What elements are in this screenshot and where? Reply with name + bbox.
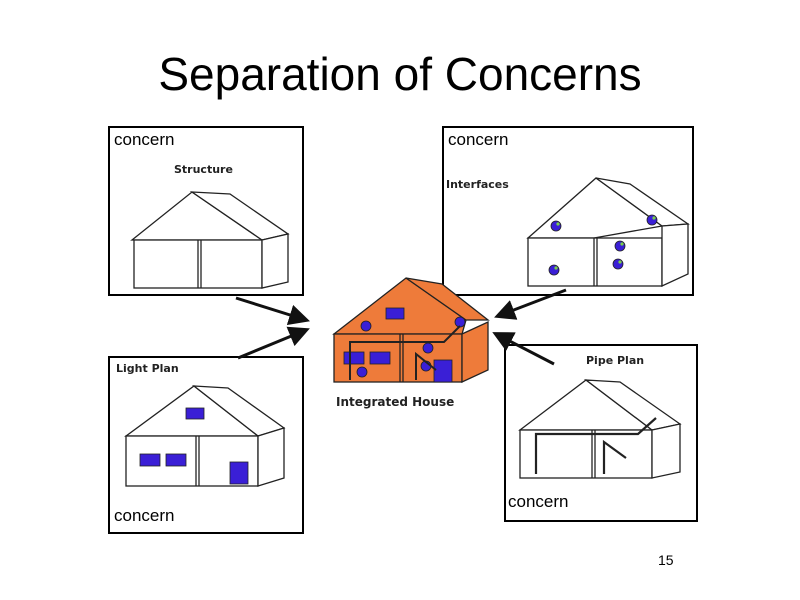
integrated-door [433,359,453,383]
pipe-plan-panel: Pipe Plan concern [504,344,698,522]
arrow-light-plan [237,326,310,360]
light-window [165,453,187,467]
page-number: 15 [658,552,674,568]
integrated-dot [422,342,434,354]
integrated-dot [356,366,368,378]
integrated-window [343,351,365,365]
pipe-line [534,417,657,474]
integrated-house-label: Integrated House [336,395,455,409]
pipe-plan-label: Pipe Plan [586,354,645,367]
structure-concern-label: concern [114,130,177,150]
integrated-window [369,351,391,365]
light-plan-label: Light Plan [116,362,179,375]
integrated-pipe [415,351,437,380]
arrow-interfaces [494,288,567,320]
interfaces-concern-label: concern [448,130,511,150]
interfaces-house-drawing [526,177,690,288]
arrow-structure [235,296,311,325]
pipe-plan-house-drawing [518,379,682,479]
structure-panel: concern Structure [108,126,304,296]
slide-title: Separation of Concerns [158,48,642,100]
integrated-dot [360,320,372,332]
integrated-house-drawing [332,277,490,384]
integrated-window [385,307,405,320]
light-window [185,407,205,420]
structure-house-drawing [130,191,290,289]
light-plan-concern-label: concern [114,506,177,526]
pipe-line [602,439,627,474]
arrow-pipe-plan [492,332,555,366]
integrated-pipe [349,325,461,380]
interfaces-plan-label: Interfaces [446,178,509,191]
light-plan-house-drawing [124,385,286,487]
light-window [139,453,161,467]
light-door [229,461,249,485]
integrated-dot [454,316,466,328]
pipe-plan-concern-label: concern [508,492,571,512]
interfaces-panel: concern Interfaces [442,126,694,296]
light-plan-panel: Light Plan concern [108,356,304,534]
structure-plan-label: Structure [174,163,233,176]
